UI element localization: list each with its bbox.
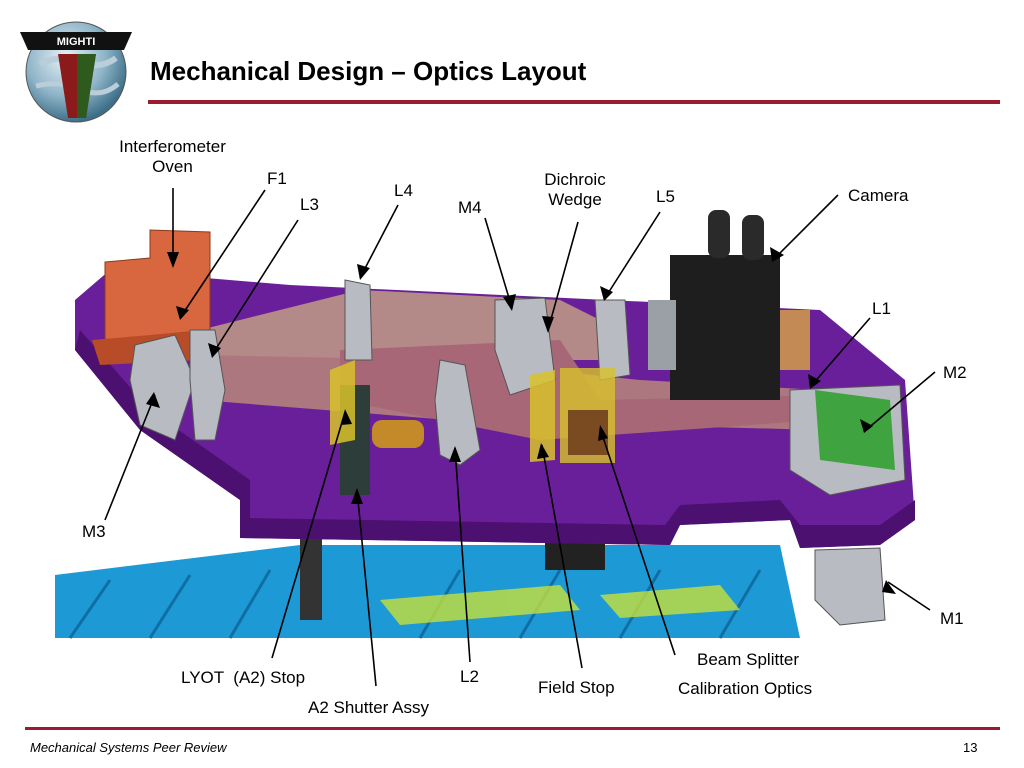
- m1-mount: [814, 547, 886, 626]
- label-m3: M3: [82, 522, 106, 541]
- l3-mount: [189, 329, 226, 441]
- logo-text: MIGHTI: [57, 36, 96, 48]
- lyot-stop: [330, 360, 355, 445]
- m2-mirror: [815, 390, 895, 470]
- label-f1: F1: [267, 169, 287, 188]
- camera-body: [648, 210, 810, 400]
- l2-mount: [434, 359, 481, 466]
- label-dichroic-wedge: Dichroic Wedge: [544, 170, 606, 209]
- footer-text: Mechanical Systems Peer Review: [30, 740, 227, 755]
- mighti-logo: MIGHTI: [20, 21, 132, 123]
- label-l5: L5: [656, 187, 675, 206]
- support-structure: [55, 530, 800, 639]
- page-title: Mechanical Design – Optics Layout: [150, 56, 587, 86]
- label-l3: L3: [300, 195, 319, 214]
- page-number: 13: [963, 740, 978, 755]
- label-l1: L1: [872, 299, 891, 318]
- l4-mount: [344, 279, 373, 361]
- label-m2: M2: [943, 363, 967, 382]
- label-m1: M1: [940, 609, 964, 628]
- label-calibration-optics: Calibration Optics: [678, 679, 813, 698]
- label-interferometer-oven: Interferometer Oven: [119, 137, 226, 176]
- label-beam-splitter: Beam Splitter: [697, 650, 800, 669]
- l5-mount: [594, 299, 631, 381]
- label-l2: L2: [460, 667, 479, 686]
- label-a2-shutter: A2 Shutter Assy: [308, 698, 429, 717]
- label-l4: L4: [394, 181, 413, 200]
- field-stop: [530, 370, 555, 462]
- footer-rule: [25, 727, 1000, 730]
- label-camera: Camera: [848, 186, 909, 205]
- m3-mount: [129, 334, 196, 441]
- label-lyot-stop: LYOT (A2) Stop: [181, 668, 306, 687]
- label-field-stop: Field Stop: [538, 678, 615, 697]
- label-m4: M4: [458, 198, 482, 217]
- title-rule: [148, 100, 1000, 104]
